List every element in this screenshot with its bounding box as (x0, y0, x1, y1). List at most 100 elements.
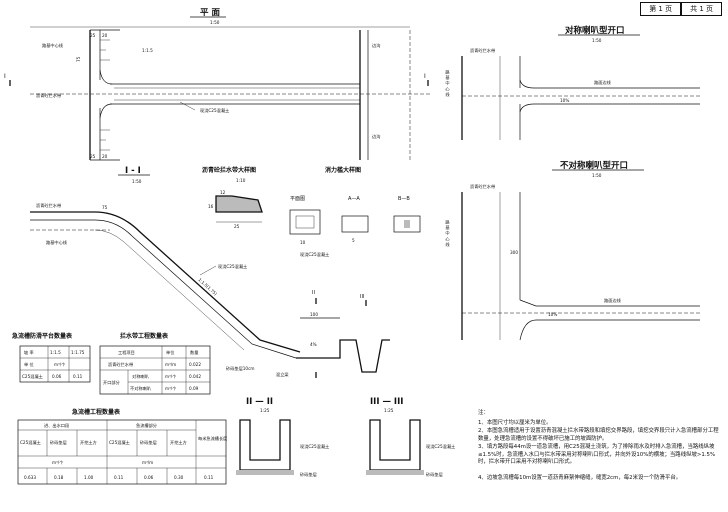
tp-label-2: C25混凝土 (22, 373, 43, 380)
sym-edge: 路面边线 (594, 79, 612, 86)
plan-dim-a2: 25 (90, 154, 96, 159)
tch-v4: 0.06 (144, 475, 154, 480)
tch-h2: 开挖土方 (80, 439, 97, 446)
plan-dim-a: 25 (90, 33, 96, 38)
sym-title: 对称喇叭型开口 (565, 25, 625, 36)
plan-dim-b: 20 (102, 33, 108, 38)
plan-edge-bottom: 边沟 (372, 133, 380, 140)
tch-h6: 每米急流槽长度 (198, 435, 228, 442)
tch-h0: C25混凝土 (20, 439, 41, 446)
tch-h3: C25混凝土 (109, 439, 130, 446)
plan-view: 平 面 1:50 I I 25 20 25 20 (4, 8, 430, 161)
dissipator-dim-10: 10 (300, 240, 306, 245)
tc-sub-2: 不对称喇叭 (130, 385, 152, 392)
sec2-concrete: 现浇C25混凝土 (300, 443, 329, 450)
tch-h4: 砂砾垫层 (140, 439, 157, 446)
tc-qty-2: 0.09 (189, 386, 199, 391)
plan-dim-b2: 20 (102, 154, 108, 159)
tch-group1: 进、出水口段 (44, 422, 70, 429)
tch-h5: 开挖土方 (170, 439, 187, 446)
curb-dim-16: 16 (208, 204, 214, 209)
plan-edge-top: 边沟 (372, 42, 380, 49)
sec1-pct: 4% (310, 342, 317, 347)
tp-v2-0: 1:1.75 (71, 350, 85, 355)
dissipator-concrete: 现浇C25混凝土 (300, 251, 329, 258)
curb-title: 沥青砼拦水带大样图 (202, 166, 256, 174)
curb-scale: 1:10 (236, 178, 246, 183)
plan-section-mark-left: I (4, 73, 6, 80)
note-2: 2、本图急流槽适用于设置沥青混凝土拦水带路段和填挖交界路段，填挖交界段只计入急流… (478, 428, 719, 442)
section-1: I - I 1:50 沥青砼拦水带 路基中心线 75 1:1.5(1.75) 现… (30, 166, 390, 378)
table-platform-title: 急流槽防滑平台数量表 (12, 332, 73, 340)
dissipator-dim-5: 5 (352, 238, 355, 243)
sym-pct: 10% (560, 98, 569, 103)
tc-item-0: 沥青砼拦水带 (108, 361, 133, 368)
tc-item-1: 开口部分 (103, 379, 121, 386)
plan-title: 平 面 (200, 8, 220, 18)
asym-side: 路 基 中 心 线 (445, 219, 451, 247)
sec1-mark-ii: II (312, 290, 315, 296)
table-curb-title: 拦水带工程数量表 (120, 332, 169, 340)
sec3-scale: 1:25 (384, 408, 394, 413)
plan-slope: 1:1.5 (142, 48, 153, 53)
dissipator-aa: A—A (348, 196, 360, 202)
plan-concrete: 现浇C25混凝土 (200, 107, 229, 114)
sec1-toe: 混立梁 (276, 371, 289, 378)
sec1-base: 砂砾垫层10cm (226, 365, 254, 372)
tc-unit-2: m³/个 (165, 386, 177, 391)
tp-v1-1: m³/个 (54, 362, 66, 367)
asym-pct: 10% (548, 312, 557, 317)
tch-unit2: m³/m (142, 460, 153, 465)
table-curb: 拦水带工程数量表 工程项目 单位 数量 沥青砼拦水带 m³/m 0.022 开口… (99, 332, 211, 395)
sym-asphalt-curb: 沥青砼拦水带 (470, 47, 495, 54)
tc-sub-1: 对称喇叭 (132, 373, 150, 380)
tch-v5: 0.30 (174, 475, 184, 480)
sym-side: 路 基 中 心 线 (445, 69, 451, 97)
note-3: 3、填方路段每44m设一道急流槽，用C25混凝土浇筑，为了排除雨水及时排入急流槽… (478, 444, 716, 466)
page-counter: 第 1 页 共 1 页 (640, 2, 722, 16)
sec3-base: 砂砾垫层 (426, 471, 443, 478)
sec1-dim-75: 75 (102, 205, 108, 210)
dissipator-title: 消力槛大样图 (325, 166, 361, 174)
symmetric-opening: 对称喇叭型开口 1:50 沥青砼拦水带 路面边线 10% 路 基 中 心 线 (445, 25, 700, 140)
dissipator-detail: 消力槛大样图 平面图 A—A B—B 10 5 现浇C25混凝土 (289, 166, 421, 258)
sec3-concrete: 现浇C25混凝土 (426, 443, 455, 450)
sec2-title: II — II (246, 397, 273, 407)
page-total: 共 1 页 (681, 2, 722, 16)
sec2-base: 砂砾垫层 (300, 471, 317, 478)
tc-head-qty: 数量 (190, 349, 198, 356)
asym-edge: 路面边线 (604, 297, 622, 304)
tch-v3: 0.11 (114, 475, 124, 480)
sec1-concrete: 现浇C25混凝土 (218, 263, 247, 270)
dissipator-plan: 平面图 (290, 196, 305, 202)
tp-label-0: 坡 率 (24, 349, 34, 356)
tch-h1: 砂砾垫层 (50, 439, 67, 446)
asym-asphalt-curb: 沥青砼拦水带 (470, 183, 495, 190)
table-chute: 急流槽工程数量表 进、出水口段 急流槽部分 C25混凝土 砂砾垫层 开挖土方 C… (17, 408, 228, 485)
sym-scale: 1:50 (592, 38, 602, 43)
sec1-dim-100: 100 (310, 312, 318, 317)
tp-label-1: 单 位 (24, 361, 34, 368)
tch-v0: 0.633 (24, 475, 36, 480)
note-4: 4、边坡急流槽每10m设置一道沥青麻絮伸缩缝，缝宽2cm，每2米设一个防滑平台。 (478, 475, 682, 481)
tp-v2-2: 0.11 (73, 374, 83, 379)
asym-scale: 1:50 (592, 173, 602, 178)
curb-detail: 沥青砼拦水带大样图 1:10 25 12 16 (202, 166, 263, 229)
notes-heading: 注： (478, 410, 489, 416)
tc-head-item: 工程项目 (118, 349, 135, 356)
sec1-title: I - I (125, 166, 141, 176)
tp-v1-0: 1:1.5 (50, 350, 61, 355)
tch-v1: 0.18 (54, 475, 64, 480)
tch-group2: 急流槽部分 (136, 422, 158, 429)
tch-v6: 0.11 (204, 475, 214, 480)
tp-v1-2: 0.06 (52, 374, 62, 379)
curb-dim-12: 12 (220, 190, 226, 195)
section-3: III — III 1:25 现浇C25混凝土 砂砾垫层 (366, 397, 455, 478)
tc-qty-1: 0.042 (189, 374, 201, 379)
tc-qty-0: 0.022 (189, 362, 201, 367)
plan-dim-c: 75 (76, 56, 81, 62)
plan-section-mark-right: I (424, 73, 426, 80)
asym-dim-300: 300 (510, 250, 518, 255)
page-current: 第 1 页 (640, 2, 682, 16)
